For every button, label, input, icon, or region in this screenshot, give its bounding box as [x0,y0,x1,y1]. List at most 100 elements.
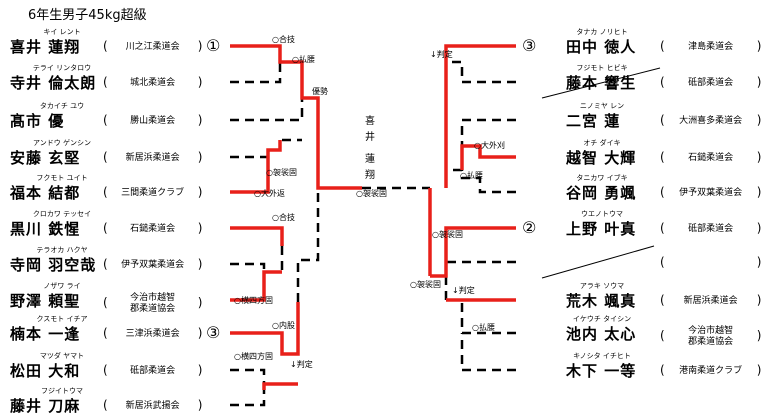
right-player-4: 越智 大輝 [566,149,637,167]
club-name: 城北柔道会 [130,78,176,88]
left-player-8: 野澤 頼聖 [10,292,81,310]
left-club-7: (伊予双葉柔道会) [103,257,203,271]
result-label: ○大外刈 [474,141,505,150]
left-club-5: (三間柔道クラブ) [103,185,203,199]
result-label: ○払腰 [472,323,495,332]
result-label: ○袈裟固 [410,280,441,289]
club-name: 川之江柔道会 [125,42,180,52]
left-club-9: (三津浜柔道会) [103,326,203,340]
club-name: 砥部柔道会 [130,366,176,376]
left-player-10: 松田 大和 [10,362,81,380]
result-label: ○払腰 [460,171,483,180]
result-label: ○大外返 [254,189,285,198]
club-name: 勝山柔道会 [130,116,176,126]
loser-path-kinoshita [460,333,516,372]
left-kana-3: タカイチ ユウ [39,102,85,110]
right-kana-8: アラキ ソウマ [579,282,625,290]
right-kana-1: タナカ ノリヒト [576,28,628,36]
right-kana-6: ウエノトウマ [581,210,623,218]
right-kana-9: イケウチ タイシン [572,315,632,323]
right-seed-mark-1: ③ [522,36,537,55]
result-label: ○合技 [272,213,295,222]
right-player-1: 田中 徳人 [566,38,637,56]
left-player-6: 黒川 鉄惺 [10,220,81,238]
right-kana-5: タニカワ イブキ [576,174,628,182]
result-label: ○横四方固 [234,296,273,305]
winner-path-ueno-b [430,240,448,278]
left-club-8: (今治市越智郡柔道協会) [103,293,203,314]
left-club-3: (勝山柔道会) [103,113,203,127]
champion-name-char-2: 井 [365,132,375,143]
right-kana-10: キノシタ イチヒト [573,352,631,360]
club-name: 砥部柔道会 [688,78,734,88]
right-club-5: (伊予双葉柔道会) [660,185,762,199]
result-label: ○袈裟固 [432,230,463,239]
club-name: 新居浜柔道会 [683,296,738,306]
result-label: ↓判定 [290,360,313,369]
left-kana-7: テラオカ ハクヤ [36,246,88,254]
left-club-10: (砥部柔道会) [103,363,203,377]
right-club-6: (砥部柔道会) [660,221,762,235]
champion-name-char-3: 蓮 [365,154,375,165]
result-label: ○合技 [272,35,295,44]
left-kana-5: フクモト ユイト [36,174,88,182]
loser-path-ninomiya [460,118,516,146]
left-club-11: (新居浜武揚会) [103,398,203,412]
club-name: 伊予双葉柔道会 [121,260,185,270]
right-club-2: (砥部柔道会) [660,75,762,89]
result-label: ○横四方固 [234,352,273,361]
loser-path-teraoka [230,262,266,272]
club-name: 石鎚柔道会 [688,153,734,163]
left-player-4: 安藤 玄堅 [10,149,81,167]
left-kana-9: クスモト イチア [36,315,88,323]
club-name: 伊予双葉柔道会 [679,188,743,198]
right-player-9: 池内 太心 [566,325,637,343]
club-name: 三津浜柔道会 [125,329,180,339]
loser-path-fujii [230,390,266,407]
winner-path-tanaka [444,44,516,62]
right-player-8: 荒木 颯真 [566,292,637,310]
club-name: 港南柔道クラブ [679,366,743,376]
left-kana-4: アンドウ ゲンシン [33,139,91,147]
loser-path-terai [230,62,282,84]
loser-path-semifinal-left [296,188,320,302]
right-club-3: (大洲喜多柔道会) [660,113,762,127]
result-label: ↓判定 [430,50,453,59]
right-kana-2: フジモト ヒビキ [576,64,628,72]
champion-name-char-1: 喜 [365,116,375,127]
winner-path-fukumoto [266,140,282,170]
left-club-1: (川之江柔道会) [103,39,203,53]
left-club-2: (城北柔道会) [103,75,203,89]
right-player-6: 上野 叶真 [566,220,637,238]
withdrawal-slash [541,67,661,99]
result-label: ○袈裟固 [266,168,297,177]
winner-path-ochi [460,144,516,170]
left-club-4: (新居浜柔道会) [103,150,203,164]
left-player-11: 藤井 刀麻 [10,397,81,415]
club-name: 石鎚柔道会 [130,224,176,234]
left-player-3: 髙市 優 [10,112,65,130]
club-name: 今治市越智郡柔道協会 [688,326,734,347]
page-title: 6年生男子45kg超級 [28,8,147,23]
right-club-8: (新居浜柔道会) [660,293,762,307]
left-kana-10: マツダ ヤマト [39,352,85,360]
left-kana-2: テライ リンタロウ [32,64,92,72]
right-player-10: 木下 一等 [566,362,637,380]
right-club-9: (今治市越智郡柔道協会) [660,326,762,347]
right-club-7: () [660,255,762,269]
winner-path-kusumoto [230,302,300,356]
loser-path-ando [230,138,302,170]
left-kana-1: キイ レント [43,28,81,36]
left-seed-mark-9: ③ [206,323,221,342]
result-label: 優勢 [312,87,328,96]
right-club-4: (石鎚柔道会) [660,150,762,164]
winner-path-kusumoto-b [262,382,298,390]
club-name: 大洲喜多柔道会 [679,116,743,126]
club-name: 砥部柔道会 [688,224,734,234]
club-name: 新居浜武揚会 [125,401,180,411]
winner-path-kurokawa [230,226,284,246]
loser-path-tanioka [460,170,516,194]
left-player-7: 寺岡 羽空哉 [10,256,97,274]
right-club-1: (津島柔道会) [660,39,762,53]
club-name: 津島柔道会 [688,42,734,52]
